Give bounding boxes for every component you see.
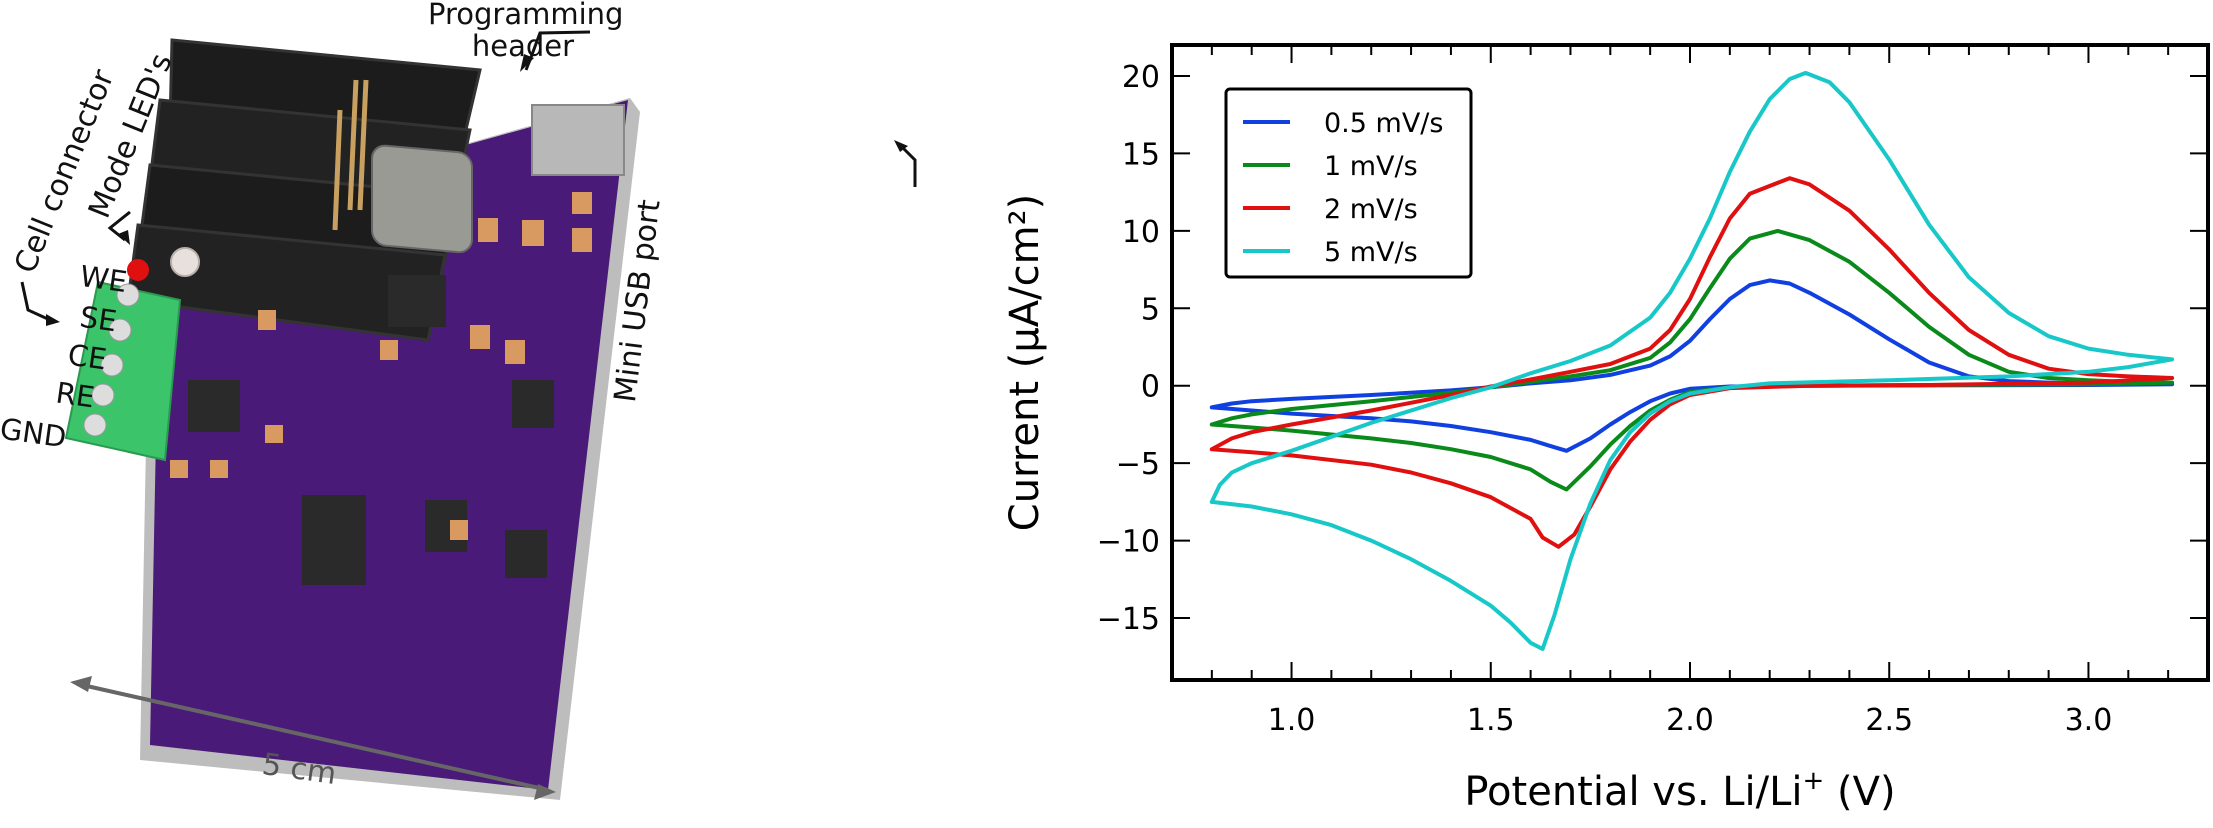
- arrow-programming-header: [524, 30, 591, 71]
- legend-box: [1224, 87, 1473, 279]
- arrow-mini-usb: [898, 143, 917, 187]
- x-tick-label: 2.0: [1666, 703, 1714, 738]
- y-tick-label: −5: [1116, 447, 1160, 482]
- terminal-block: [64, 280, 182, 462]
- y-tick-label: −15: [1097, 602, 1160, 637]
- label-programming-line1: Programming: [428, 0, 624, 31]
- tick-group: [1171, 45, 2209, 680]
- capacitors: [170, 192, 592, 540]
- arrowheads: [46, 54, 908, 326]
- programming-header-pins: [332, 79, 369, 231]
- ic-chip: [302, 495, 366, 585]
- x-axis-label-tail: (V): [1824, 769, 1895, 815]
- legend-label-2: 2 mV/s: [1324, 194, 1418, 225]
- y-tick-label: −10: [1097, 525, 1160, 560]
- mode-led-white: [170, 247, 200, 277]
- legend-label-1: 1 mV/s: [1324, 151, 1418, 182]
- legend-label-3: 5 mV/s: [1324, 237, 1418, 268]
- ic-chip: [505, 530, 547, 578]
- mini-usb-connector: [531, 104, 625, 176]
- mode-led-red: [127, 259, 149, 281]
- series-line-0: [1209, 278, 2175, 453]
- x-axis-label-sup: +: [1803, 766, 1825, 796]
- pin-label-we: WE: [77, 258, 130, 300]
- legend-label-0: 0.5 mV/s: [1324, 108, 1443, 139]
- board-photo: Programming header Mode LED's Cell conne…: [0, 0, 980, 824]
- x-axis-label-main: Potential vs. Li/Li: [1464, 769, 1802, 815]
- arrow-cell-connector: [20, 281, 51, 322]
- y-tick-label: 20: [1122, 60, 1160, 95]
- y-tick-label: 5: [1141, 292, 1160, 327]
- arrow-mode-leds: [107, 210, 131, 242]
- y-tick-label: 10: [1122, 215, 1160, 250]
- pin-label-ce: CE: [65, 337, 109, 377]
- x-axis-label: Potential vs. Li/Li+ (V): [1464, 766, 1895, 815]
- pin-label-se: SE: [77, 299, 119, 339]
- series-line-3: [1209, 70, 2175, 651]
- legend: 0.5 mV/s 1 mV/s 2 mV/s 5 mV/s: [1224, 87, 1473, 279]
- x-tick-label: 2.5: [1865, 703, 1913, 738]
- cv-plot: 1.0 1.5 2.0 2.5 3.0 20 15 10 5 0 −5 −10 −15 0.5 mV/s…: [1002, 43, 2210, 815]
- annotation-arrows: [20, 30, 917, 322]
- ic-chip: [388, 275, 446, 327]
- x-tick-label: 1.5: [1467, 703, 1515, 738]
- y-tick-label: 15: [1122, 137, 1160, 172]
- x-tick-label: 1.0: [1268, 703, 1316, 738]
- pin-label-re: RE: [53, 375, 97, 415]
- y-tick-label: 0: [1141, 370, 1160, 405]
- board-illustration: [20, 30, 917, 800]
- relays: [126, 38, 482, 342]
- series-group: [1209, 70, 2175, 651]
- y-axis-label: Current (µA/cm²): [1002, 194, 1048, 531]
- tick-label-group: 1.0 1.5 2.0 2.5 3.0 20 15 10 5 0 −5 −10 −15: [1097, 60, 2113, 738]
- label-programming-line2: header: [471, 29, 575, 63]
- series-line-1: [1209, 228, 2175, 492]
- cv-chart: 1.0 1.5 2.0 2.5 3.0 20 15 10 5 0 −5 −10 −15 0.5 mV/s…: [980, 0, 2213, 824]
- x-tick-label: 3.0: [2065, 703, 2113, 738]
- ic-chip: [188, 380, 240, 432]
- label-programming-header: Programming header: [428, 0, 624, 63]
- crystal-oscillator: [371, 144, 473, 254]
- dimension-arrow: [70, 676, 556, 800]
- ic-chip: [512, 380, 554, 428]
